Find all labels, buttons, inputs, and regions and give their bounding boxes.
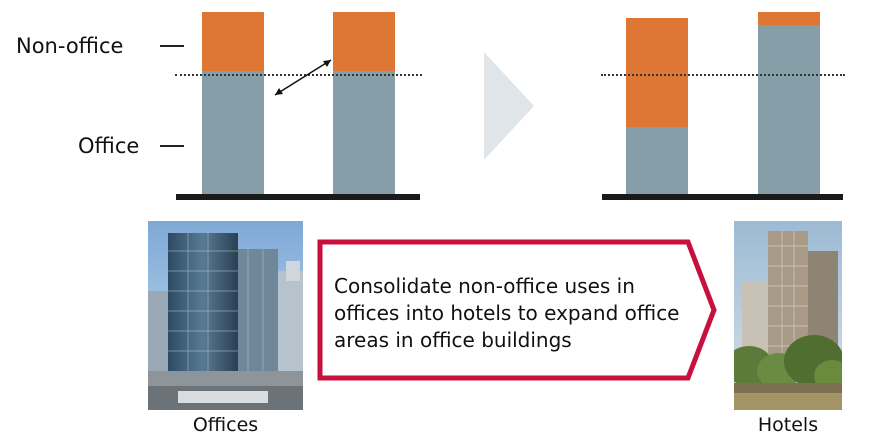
- after-bar-1-office-segment: [626, 127, 688, 194]
- hotels-photo: [734, 221, 842, 410]
- reference-line-left: [175, 74, 422, 76]
- before-bar-1-office-segment: [202, 71, 264, 194]
- office-label-dash: [160, 145, 184, 147]
- callout-arrow-shape: [317, 239, 717, 381]
- office-label: Office: [78, 134, 140, 158]
- before-bar-2-office-segment: [333, 71, 395, 194]
- before-bar-1-non-office-segment: [202, 12, 264, 72]
- baseline-left: [176, 194, 420, 200]
- baseline-right: [602, 194, 843, 200]
- before-bar-2-non-office-segment: [333, 12, 395, 72]
- after-bar-1-non-office-segment: [626, 17, 688, 128]
- callout-text: Consolidate non-office uses in offices i…: [334, 274, 680, 352]
- after-bar-2-office-segment: [758, 24, 820, 194]
- non-office-label: Non-office: [16, 34, 124, 58]
- offices-photo: [148, 221, 303, 410]
- double-arrow-icon: [274, 59, 332, 96]
- non-office-label-dash: [160, 45, 184, 47]
- reference-line-right: [601, 74, 845, 76]
- hotels-caption: Hotels: [757, 414, 819, 436]
- after-bar-2-non-office-segment: [758, 12, 820, 25]
- offices-caption: Offices: [192, 414, 259, 436]
- chevron-right-icon: [484, 52, 534, 160]
